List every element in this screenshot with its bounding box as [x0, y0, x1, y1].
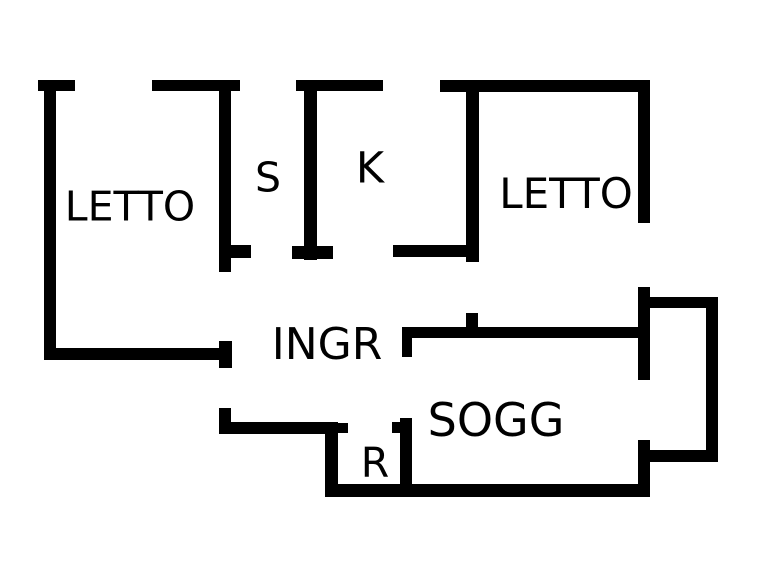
room-label-letto-2: LETTO: [499, 169, 633, 218]
wall-sogg-bottom-wall: [325, 484, 650, 497]
wall-top-wall-s-k: [296, 80, 383, 91]
wall-top-wall-letto2: [440, 80, 650, 92]
wall-s-k-divider-wall: [304, 80, 317, 260]
wall-ingr-top-wall: [44, 348, 231, 360]
room-label-s: S: [254, 153, 282, 202]
wall-sogg-right-wall-upper: [638, 287, 650, 380]
room-label-sogg: SOGG: [427, 393, 565, 447]
wall-k-bottom-wall: [393, 245, 477, 257]
wall-letto1-door-jamb: [231, 245, 251, 258]
wall-ingr-top-wall-end-jamb: [219, 341, 232, 368]
wall-letto2-left-wall: [466, 80, 479, 262]
wall-top-wall-letto1-left: [38, 80, 75, 91]
wall-s-k-divider-crossbar: [292, 246, 333, 259]
room-label-k: K: [355, 143, 385, 194]
wall-r-right-wall: [400, 418, 412, 489]
wall-r-right-wall-tick: [392, 422, 401, 433]
wall-r-left-wall: [325, 422, 338, 495]
wall-balcony-bottom-wall: [647, 450, 718, 462]
room-label-letto-1: LETTO: [64, 182, 196, 231]
wall-balcony-right-wall: [706, 298, 718, 462]
wall-sogg-top-wall-left-stub: [402, 327, 412, 357]
wall-letto1-right-wall: [219, 80, 231, 272]
wall-left-exterior-wall: [44, 80, 56, 360]
wall-sogg-top-wall-tick: [466, 313, 478, 328]
wall-top-wall-letto1-right: [152, 80, 240, 91]
wall-sogg-top-wall: [402, 327, 650, 338]
wall-r-left-wall-tick: [337, 423, 348, 433]
wall-corridor-bottom-wall: [219, 422, 337, 434]
room-label-r: R: [360, 438, 390, 487]
wall-balcony-top-wall: [647, 297, 718, 308]
wall-letto2-right-wall: [638, 80, 650, 223]
room-label-ingr: INGR: [271, 319, 383, 370]
